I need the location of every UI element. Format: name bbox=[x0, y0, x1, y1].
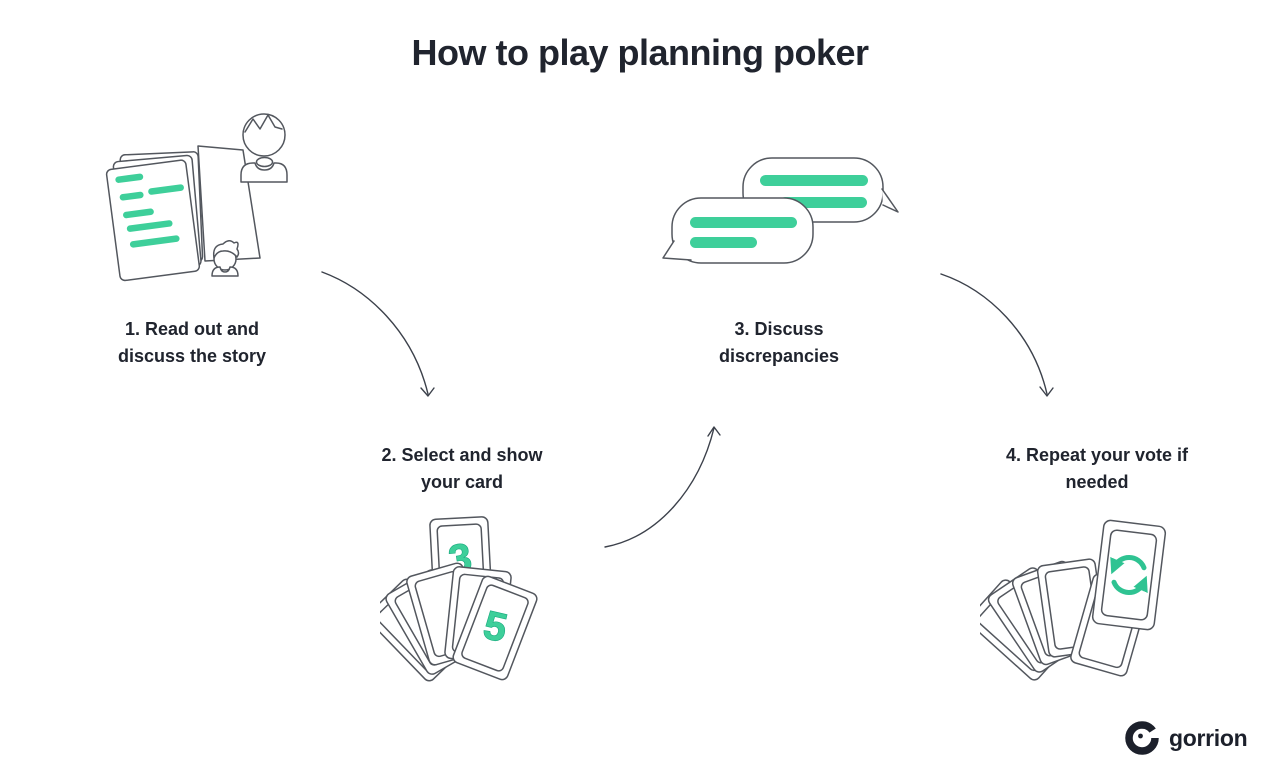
poker-cards-illustration: 3 5 bbox=[380, 516, 538, 682]
story-documents-illustration bbox=[105, 113, 288, 282]
card-refresh bbox=[1091, 519, 1167, 631]
step-2-label: 2. Select and show your card bbox=[381, 445, 543, 492]
arrow-step1-to-step2 bbox=[321, 271, 429, 395]
step-4-label: 4. Repeat your vote if needed bbox=[1005, 445, 1189, 492]
card-five: 5 bbox=[452, 575, 538, 681]
child-icon bbox=[211, 240, 240, 277]
cards-refresh-illustration bbox=[980, 519, 1167, 681]
arrow-step2-to-step3 bbox=[604, 427, 715, 548]
step-3-label: 3. Discuss discrepancies bbox=[718, 319, 840, 366]
gorrion-bird-g-icon bbox=[1125, 721, 1162, 755]
story-document bbox=[105, 159, 201, 282]
step-1-label: 1. Read out and discuss the story bbox=[117, 319, 267, 366]
page-title: How to play planning poker bbox=[411, 32, 869, 73]
chat-bubbles-illustration bbox=[662, 157, 899, 264]
refresh-icon bbox=[1110, 554, 1148, 596]
gorrion-wordmark: gorrion bbox=[1169, 724, 1248, 751]
person-icon bbox=[240, 113, 288, 183]
chat-bubble-front bbox=[662, 197, 814, 264]
gorrion-logo: gorrion bbox=[1122, 718, 1248, 758]
arrow-step3-to-step4 bbox=[940, 273, 1048, 395]
